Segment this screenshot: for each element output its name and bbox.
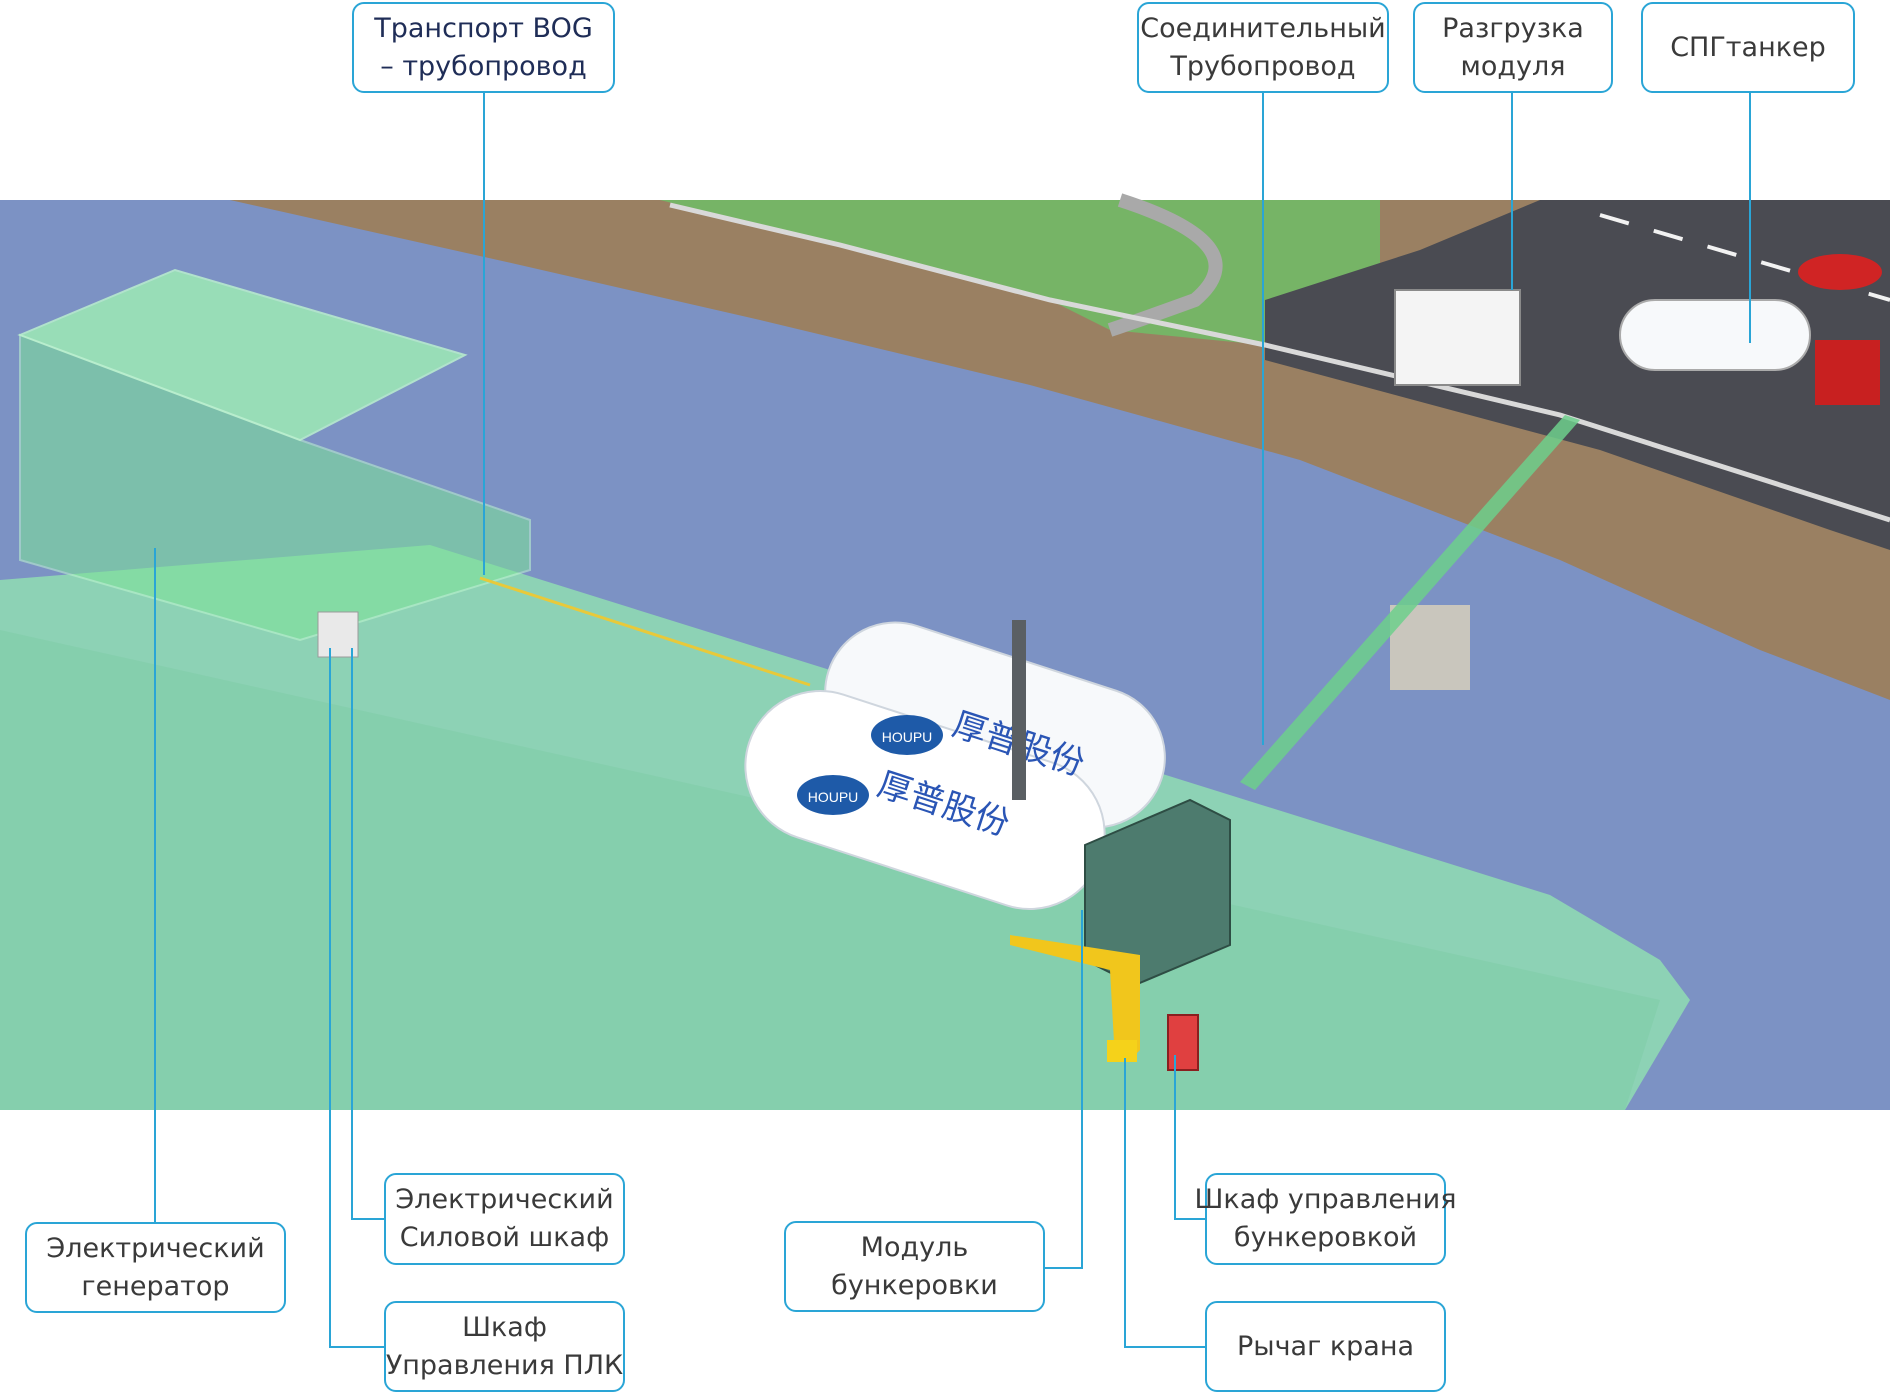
callout-bog-line1: Транспорт BOG [374,12,593,44]
bog-pipeline [479,576,811,687]
callout-bunkering-cabinet-line2: бункеровкой [1233,1222,1418,1253]
callout-unloading-line2: модуля [1460,50,1566,82]
callout-crane-line1: Рычаг крана [1236,1330,1415,1362]
callout-bog-pipeline: Транспорт BOG – трубопровод [352,2,615,93]
tank-logo-front [797,775,869,815]
leader-power-cabinet [351,648,384,1220]
callout-bunkering-module: Модуль бункеровки [784,1221,1045,1312]
tank-logo-text-front: HOUPU [808,789,859,805]
fence [669,202,1890,523]
leader-plc-cabinet [329,648,384,1348]
callout-bunkering-cabinet-line1: Шкаф управления [1194,1184,1457,1215]
leader-bunkering-cabinet [1174,1055,1205,1220]
callout-tanker-line1: СПГтанкер [1670,31,1826,63]
callout-plc-line1: Шкаф [462,1311,547,1343]
callout-unloading-module: Разгрузка модуля [1413,2,1613,93]
callout-plc-line2: Управления ПЛК [385,1349,624,1381]
tanker-cab [1815,340,1880,405]
callout-bunkering-cabinet: Шкаф управления бункеровкой [1195,1173,1456,1265]
callout-connecting-line2: Трубопровод [1170,50,1356,82]
callout-bunkering-module-line1: Модуль [860,1231,969,1263]
deckhouse-body [19,333,531,642]
mast [1012,620,1026,800]
callout-generator-line1: Электрический [46,1232,265,1264]
barge-hull-side [0,630,1660,1110]
callout-bog-line2: – трубопровод [380,50,587,82]
callout-unloading-line1: Разгрузка [1442,12,1584,44]
park-path [1107,193,1223,337]
bunkering-cabinet-box [1167,1014,1199,1071]
crane-base [1107,1040,1137,1062]
callout-connecting-line1: Соединительный [1140,12,1386,44]
leader-crane-arm [1124,1058,1205,1348]
callout-generator: Электрический генератор [25,1222,286,1313]
callout-connecting-pipeline: Соединительный Трубопровод [1137,2,1389,93]
callout-crane-arm: Рычаг крана [1205,1301,1446,1392]
leader-bunkering-module [1045,910,1083,1269]
callout-power-cabinet: Электрический Силовой шкаф [384,1173,625,1265]
tanker-trailer [1619,299,1811,371]
gangway [1240,415,1580,790]
callout-power-line2: Силовой шкаф [399,1222,610,1253]
tank-logo-text-back: HOUPU [882,729,933,745]
unloading-module-box [1394,289,1521,386]
callout-bunkering-module-line2: бункеровки [831,1269,998,1301]
leader-lines [154,93,1751,1348]
parked-car [1798,254,1882,290]
callout-lng-tanker: СПГтанкер [1641,2,1855,93]
callout-generator-line2: генератор [81,1270,230,1302]
crane-arm [1010,935,1140,1060]
callout-power-line1: Электрический [395,1184,614,1215]
road [1265,200,1890,550]
callout-plc-cabinet: Шкаф Управления ПЛК [384,1301,625,1392]
tank-logo-back [871,715,943,755]
